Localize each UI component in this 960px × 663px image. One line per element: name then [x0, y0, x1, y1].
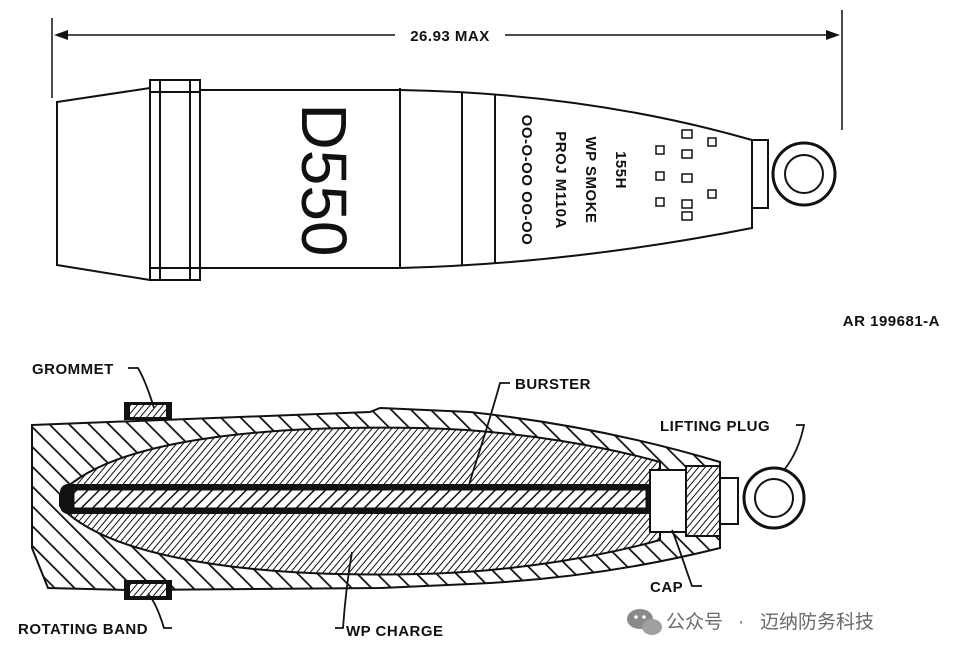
watermark: 公众号 · 迈纳防务科技 [627, 609, 874, 635]
watermark-right-text: 迈纳防务科技 [760, 611, 874, 633]
shell-side-view [56, 79, 837, 281]
cutaway-view: GROMMET BURSTER LIFTING PLUG CAP ROTATIN… [18, 361, 806, 640]
burster-label: BURSTER [515, 376, 591, 393]
stencil-line-4: OO-O-OO OO-OO [518, 115, 535, 246]
body-marking: D550 [288, 104, 360, 257]
top-view: 26.93 MAX D550 155H WP SMOKE PROJ M1 [51, 10, 940, 330]
lifting-plug-ring [742, 466, 806, 530]
watermark-left-text: 公众号 [666, 611, 723, 633]
wp-charge-label: WP CHARGE [346, 623, 444, 640]
cap-label: CAP [650, 579, 683, 596]
stencil-line-1: 155H [612, 151, 629, 189]
watermark-separator: · [738, 612, 744, 633]
rotating-band-label: ROTATING BAND [18, 621, 148, 638]
leader-lines [128, 367, 806, 629]
stencil-boxes [655, 129, 717, 221]
dimension-line [51, 10, 843, 130]
grommet-label: GROMMET [32, 361, 114, 378]
stencil-line-3: PROJ M110A [552, 131, 569, 229]
figure-reference: AR 199681-A [843, 313, 940, 330]
plug-body [649, 469, 687, 533]
dimension-label: 26.93 MAX [410, 28, 490, 45]
wechat-icon [627, 609, 662, 635]
stencil-line-2: WP SMOKE [582, 136, 599, 223]
lifting-plug-label: LIFTING PLUG [660, 418, 770, 435]
